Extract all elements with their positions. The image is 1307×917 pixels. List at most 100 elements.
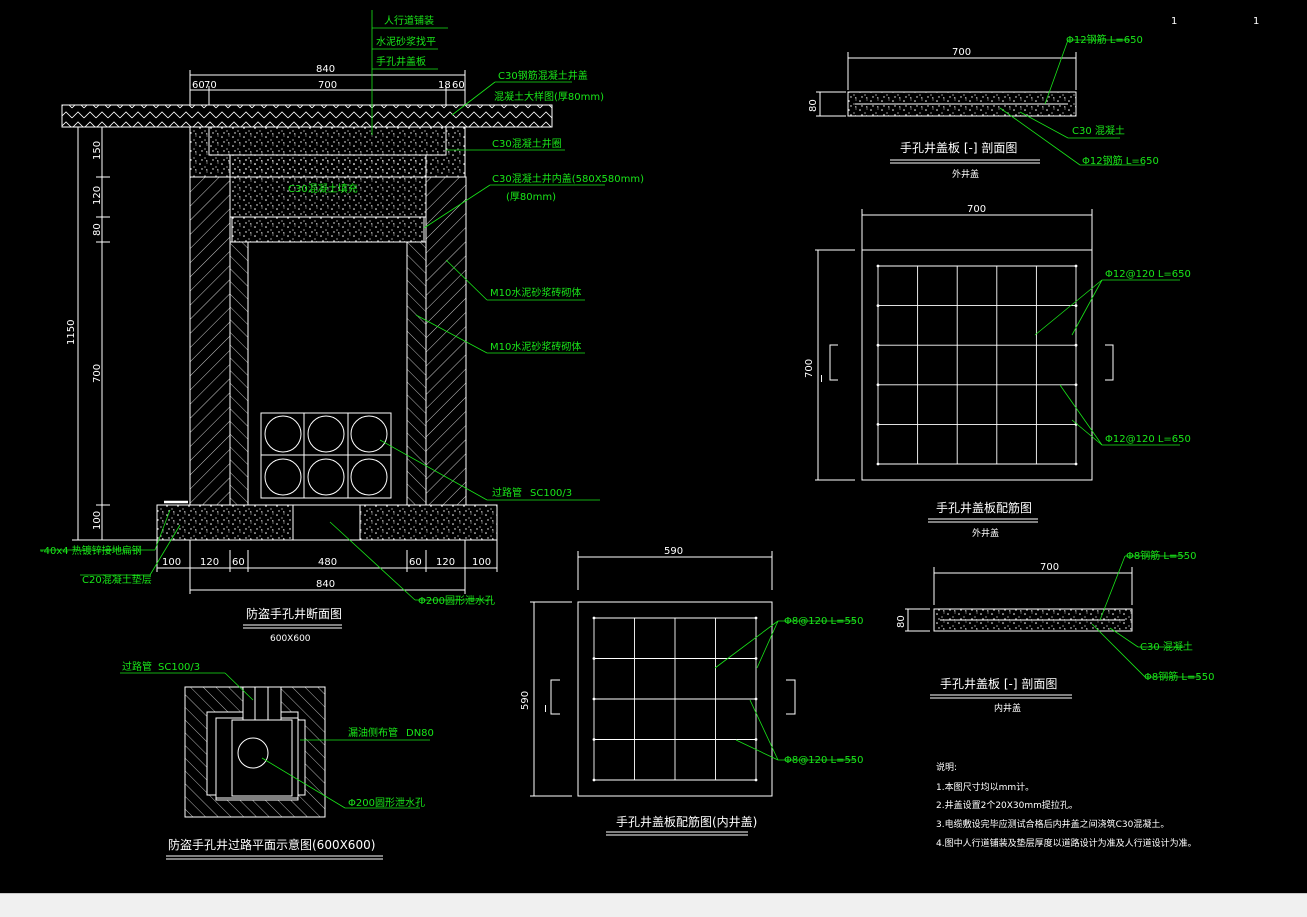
rebar-hook: [592, 657, 596, 660]
outer-label-bot: Φ12钢筋 L=650: [1082, 154, 1159, 167]
label-cover: 手孔井盖板: [376, 55, 426, 68]
outer-rebar-slab: [861, 249, 1093, 481]
outer-rebar-plan: 700 700 I Φ12@120 L=650 Φ12@120 L=650 手孔…: [804, 204, 1191, 539]
note-item: 1.本图尺寸均以mm计。: [936, 781, 1034, 793]
pipe-circle: [264, 415, 302, 453]
label-cover-detail: 混凝土大样图(厚80mm): [494, 90, 604, 103]
rebar-hook: [876, 423, 880, 426]
outer-rebar-dim-top: 700: [967, 204, 986, 215]
pavement-layer: [61, 104, 553, 128]
inner-section-subtitle: 内井盖: [994, 702, 1021, 714]
dim-left-100: 100: [92, 511, 103, 530]
inner-rebar-label-2: Φ8@120 L=550: [784, 755, 864, 766]
outer-rebar-grid: [876, 264, 1078, 466]
label-fill: C30混凝土填充: [288, 182, 358, 195]
outer-section-dim: 700: [952, 47, 971, 58]
outer-label-top: Φ12钢筋 L=650: [1066, 33, 1143, 46]
concrete-fill: [229, 154, 427, 218]
label-mortar: 水泥砂浆找平: [376, 35, 436, 48]
rebar-hook: [876, 304, 880, 307]
dim-top-60-left: 60: [192, 80, 205, 91]
dim-left-120: 120: [92, 186, 103, 205]
dim-bot-480: 480: [318, 557, 337, 568]
label-ground-strip: -40x4 热镀锌接地扁钢: [40, 544, 142, 557]
outer-rebar-sec-mark-left: I: [820, 374, 823, 385]
dim-left-700: 700: [92, 364, 103, 383]
inner-rebar-slab: [577, 601, 773, 797]
pipe-circle: [350, 458, 388, 496]
rebar-hook: [754, 778, 758, 782]
left-outer-wall: [189, 176, 231, 506]
dim-top-18: 18: [438, 80, 451, 91]
dim-bot-120-right: 120: [436, 557, 455, 568]
left-inner-wall: [229, 241, 249, 506]
dim-top-70: 70: [204, 80, 217, 91]
plan-label-drain: 漏油侧布管: [348, 726, 398, 739]
rebar-hook: [876, 462, 880, 466]
pipe-circle: [307, 458, 345, 496]
plan-label-drain-code: DN80: [406, 728, 434, 739]
pipe-circle: [350, 415, 388, 453]
label-cushion: C20混凝土垫层: [82, 573, 152, 586]
outer-rebar-label-1: Φ12@120 L=650: [1105, 269, 1191, 280]
note-item: 3.电缆敷设完毕应测试合格后内井盖之间浇筑C30混凝土。: [936, 818, 1169, 830]
outer-rebar-title: 手孔井盖板配筋图: [936, 500, 1032, 515]
plan-label-pipe: 过路管: [122, 660, 152, 673]
rebar-hook: [876, 383, 880, 387]
note-item: 2.井盖设置2个20X30mm提拉孔。: [936, 799, 1078, 811]
outer-label-mid: C30 混凝土: [1072, 124, 1125, 137]
notes-heading: 说明:: [936, 761, 957, 773]
inner-cover-section: 700 80 Φ8钢筋 L=550 C30 混凝土 Φ8钢筋 L=550 手孔井…: [896, 549, 1214, 714]
pipe-circle: [307, 415, 345, 453]
plan-label-hole: Φ200圆形泄水孔: [348, 796, 425, 809]
outer-cover-section: 700 80 Φ12钢筋 L=650 C30 混凝土 Φ12钢筋 L=650 手…: [808, 33, 1159, 180]
dim-bot-60-left: 60: [232, 557, 245, 568]
dim-bot-100-right: 100: [472, 557, 491, 568]
outer-rebar-subtitle: 外井盖: [972, 527, 999, 539]
inner-rebar-label-1: Φ8@120 L=550: [784, 616, 864, 627]
status-bar: [0, 893, 1307, 917]
section-view: 840 60 70 700 18 60 150 120 80 1150 700 …: [40, 10, 644, 644]
dim-left-150: 150: [92, 141, 103, 160]
inner-label-top: Φ8钢筋 L=550: [1126, 549, 1196, 562]
drain-opening: [292, 504, 361, 541]
dim-bot-840: 840: [316, 579, 335, 590]
rebar-hook: [592, 738, 596, 741]
dim-left-80: 80: [92, 223, 103, 236]
plan-view: 过路管 SC100/3 漏油侧布管 DN80 Φ200圆形泄水孔 防盗手孔井过路…: [120, 660, 434, 860]
section-title: 防盗手孔井断面图: [246, 606, 342, 621]
right-outer-wall: [425, 176, 467, 506]
pipe-circle: [264, 458, 302, 496]
inner-label-bot: Φ8钢筋 L=550: [1144, 670, 1214, 683]
label-collar: C30混凝土井圈: [492, 137, 562, 150]
inner-rebar-dim-top: 590: [664, 546, 683, 557]
label-pipe-code: SC100/3: [530, 488, 572, 499]
right-inner-wall: [406, 241, 427, 506]
dim-top-60-right: 60: [452, 80, 465, 91]
outer-section-title: 手孔井盖板 [-] 剖面图: [900, 141, 1017, 155]
label-inner-thick: (厚80mm): [506, 191, 556, 203]
dim-bot-60-right: 60: [409, 557, 422, 568]
outer-rebar-label-2: Φ12@120 L=650: [1105, 434, 1191, 445]
label-cover-rc: C30钢筋混凝土井盖: [498, 69, 588, 82]
label-pipe: 过路管: [492, 486, 522, 499]
label-drain-hole: Φ200圆形泄水孔: [418, 594, 495, 607]
inner-label-mid: C30 混凝土: [1140, 640, 1193, 653]
dim-top-700: 700: [318, 80, 337, 91]
notes-block: 说明: 1.本图尺寸均以mm计。 2.井盖设置2个20X30mm提拉孔。 3.电…: [936, 761, 1197, 849]
inner-rebar-title: 手孔井盖板配筋图(内井盖): [616, 814, 757, 829]
inner-cover: [231, 216, 425, 243]
drain-hole-circle: [237, 737, 269, 769]
cad-drawing-canvas[interactable]: 1 1: [0, 0, 1307, 893]
plan-label-pipe-code: SC100/3: [158, 662, 200, 673]
label-pavement: 人行道铺装: [384, 14, 434, 27]
dim-top-840: 840: [316, 64, 335, 75]
inner-section-dim: 700: [1040, 562, 1059, 573]
dim-bot-100-left: 100: [162, 557, 181, 568]
rebar-hook: [592, 616, 596, 620]
rebar-hook: [592, 778, 596, 782]
label-inner-cover: C30混凝土井内盖(580X580mm): [492, 172, 644, 185]
dim-left-1150: 1150: [66, 320, 77, 345]
dim-bot-120-left: 120: [200, 557, 219, 568]
outer-section-subtitle: 外井盖: [952, 168, 979, 180]
